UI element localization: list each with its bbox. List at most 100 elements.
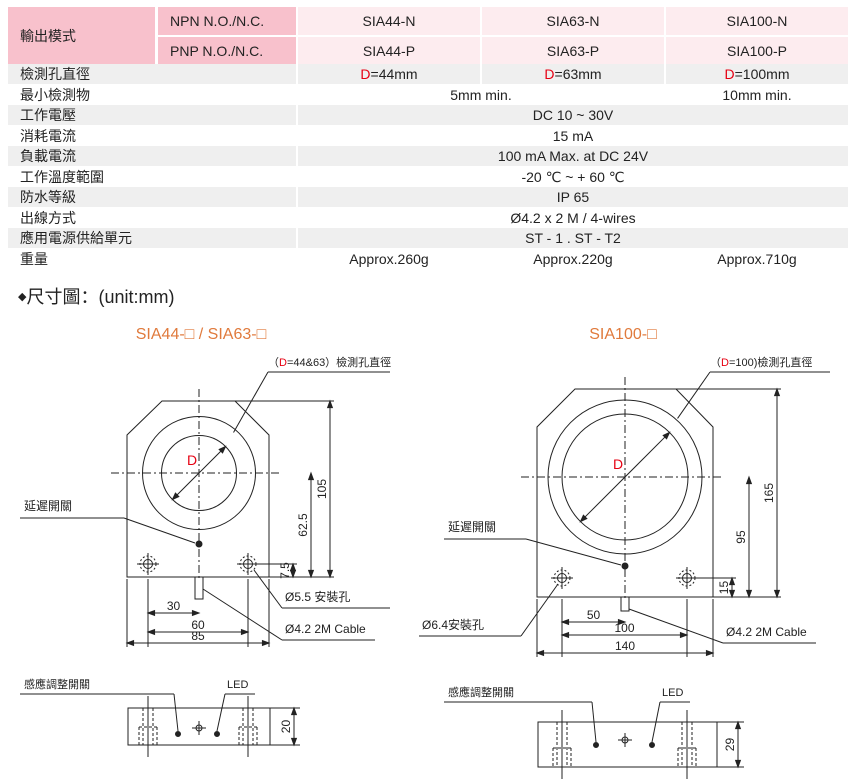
dimension-value: 29 xyxy=(723,738,737,752)
arrowhead xyxy=(705,649,715,657)
arrowhead xyxy=(617,618,627,626)
diamond-bullet-icon: ◆ xyxy=(18,290,27,303)
model-pnp-3: SIA100-P xyxy=(666,37,848,64)
arrowhead xyxy=(773,387,781,397)
arrowhead xyxy=(535,649,545,657)
side-view-outline xyxy=(537,721,718,768)
dimension-value: 85 xyxy=(191,629,205,643)
arrowhead xyxy=(560,618,570,626)
dimension-value: 60 xyxy=(191,618,205,632)
arrowhead xyxy=(728,576,736,586)
diameter-arrow xyxy=(580,432,670,522)
drawing-line xyxy=(233,371,269,433)
model-npn-1: SIA44-N xyxy=(298,7,480,35)
side-view-outline xyxy=(127,707,271,746)
npn-label: NPN N.O./N.C. xyxy=(158,7,296,35)
led-label: LED xyxy=(227,679,248,691)
label-part: （ xyxy=(710,356,721,369)
row-value: 100 mA Max. at DC 24V xyxy=(298,146,848,166)
model-npn-2: SIA63-N xyxy=(482,7,664,35)
pnp-label: PNP N.O./N.C. xyxy=(158,37,296,64)
diameter-number: =100mm xyxy=(734,66,790,82)
mounting-hole-label: Ø6.4安裝孔 xyxy=(422,617,484,632)
led-label: LED xyxy=(662,687,683,699)
drawing-line xyxy=(628,608,724,644)
detection-diameter-label: （D=100)檢測孔直徑 xyxy=(710,355,812,369)
row-value: -20 ℃ ~ + 60 ℃ xyxy=(521,168,625,185)
dimension-value: 50 xyxy=(587,608,601,622)
arrowhead xyxy=(171,492,180,501)
dimension-value: 20 xyxy=(279,720,293,734)
drawing-line xyxy=(520,583,559,637)
sensitivity-switch-icon xyxy=(593,742,599,748)
row-value: Approx.220g xyxy=(533,251,613,267)
row-value: 5mm min. xyxy=(450,87,512,103)
row-label: 工作溫度範圍 xyxy=(20,169,104,185)
arrowhead xyxy=(218,445,227,454)
diameter-arrow xyxy=(172,446,226,500)
delay-switch-icon xyxy=(621,562,629,570)
label-part: =100)檢測孔直徑 xyxy=(729,355,812,369)
arrowhead xyxy=(191,609,201,617)
row-label: 防水等級 xyxy=(8,187,296,207)
dimension-value: 95 xyxy=(734,530,748,544)
row-value: ST - 1 . ST - T2 xyxy=(298,228,848,248)
diameter-number: =63mm xyxy=(554,66,602,82)
row-value: IP 65 xyxy=(298,187,848,207)
label-part: =44&63）檢測孔直徑 xyxy=(287,355,391,369)
model-npn-3: SIA100-N xyxy=(666,7,848,35)
row-value: 15 mA xyxy=(552,128,594,144)
arrowhead xyxy=(326,399,334,409)
sensor-body-outline xyxy=(126,400,270,578)
d-symbol: D xyxy=(360,66,371,82)
detection-diameter-label: （D=44&63）檢測孔直徑 xyxy=(268,355,391,369)
diameter-value: D=63mm xyxy=(482,64,664,84)
arrowhead xyxy=(734,759,742,769)
arrowhead xyxy=(307,569,315,579)
drawing-line xyxy=(253,569,283,609)
arrowhead xyxy=(662,431,671,440)
output-mode-label: 輸出模式 xyxy=(8,7,155,64)
arrowhead xyxy=(307,471,315,481)
cable-outlet xyxy=(620,596,630,612)
row-label: 最小檢測物 xyxy=(20,87,90,103)
arrowhead xyxy=(125,639,135,647)
sensitivity-switch-label: 感應調整開關 xyxy=(24,677,90,691)
row-label: 消耗電流 xyxy=(20,128,76,144)
diameter-value: D=44mm xyxy=(298,64,480,84)
d-symbol: D xyxy=(724,66,735,82)
arrowhead xyxy=(745,475,753,485)
led-icon xyxy=(214,731,220,737)
delay-switch-icon xyxy=(195,540,203,548)
dimension-value: 7.5 xyxy=(278,562,292,579)
model-pnp-2: SIA63-P xyxy=(482,37,664,64)
row-value: DC 10 ~ 30V xyxy=(298,105,848,125)
row-label: 負載電流 xyxy=(8,146,296,166)
arrowhead xyxy=(734,720,742,730)
dimension-value: 165 xyxy=(762,483,776,503)
drawing-line xyxy=(525,538,622,566)
row-label: 重量 xyxy=(20,251,48,267)
cable-label: Ø4.2 2M Cable xyxy=(285,622,366,636)
drawing-line xyxy=(123,517,196,544)
label-part: （ xyxy=(268,356,279,369)
arrowhead xyxy=(679,631,689,639)
drawing-title: SIA100-□ xyxy=(589,326,657,343)
sensitivity-switch-label: 感應調整開關 xyxy=(448,685,514,699)
diameter-number: =44mm xyxy=(370,66,418,82)
row-value: Ø4.2 x 2 M / 4-wires xyxy=(510,210,636,226)
drawing-title: SIA44-□ / SIA63-□ xyxy=(136,326,267,343)
arrowhead xyxy=(146,628,156,636)
section-title: ◆ 尺寸圖：(unit:mm) xyxy=(18,284,318,308)
drawing-line xyxy=(202,588,283,641)
dimension-value: 62.5 xyxy=(296,513,310,537)
led-icon xyxy=(649,742,655,748)
row-value: Approx.710g xyxy=(717,251,797,267)
arrowhead xyxy=(773,589,781,599)
drawing-line xyxy=(591,701,597,743)
drawing-line xyxy=(651,701,661,743)
model-pnp-1: SIA44-P xyxy=(298,37,480,64)
drawing-line xyxy=(677,371,711,419)
label-part: D xyxy=(279,357,287,369)
